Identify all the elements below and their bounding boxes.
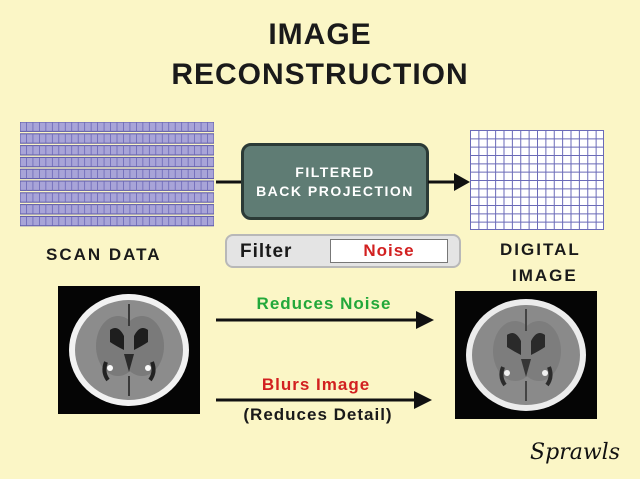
arrow-process-to-image <box>428 173 470 191</box>
title-line-1: IMAGE <box>268 18 372 51</box>
ct-scan-left <box>58 286 200 414</box>
process-line-2: BACK PROJECTION <box>256 182 414 199</box>
digital-image-label-2: IMAGE <box>512 266 578 285</box>
blurs-image-caption: Blurs Image <box>261 375 371 394</box>
ct-scan-right <box>455 291 597 419</box>
scan-data-label: SCAN DATA <box>46 245 162 264</box>
arrow-reduces-noise <box>216 311 434 329</box>
title-line-2: RECONSTRUCTION <box>171 58 469 91</box>
digital-image-grid <box>470 130 604 230</box>
signature: Sprawls <box>530 440 620 465</box>
arrow-scan-to-process <box>216 180 242 184</box>
filter-value-box: Noise <box>330 239 448 263</box>
arrow-blurs-image <box>216 391 432 409</box>
reduces-detail-caption: (Reduces Detail) <box>243 405 393 424</box>
reduces-noise-caption: Reduces Noise <box>256 294 392 313</box>
process-line-1: FILTERED <box>295 163 375 180</box>
digital-image-label-1: DIGITAL <box>500 240 581 259</box>
scan-data-graphic <box>20 122 214 227</box>
filtered-back-projection-box: FILTERED BACK PROJECTION <box>241 143 429 220</box>
filter-label: Filter <box>240 241 293 262</box>
